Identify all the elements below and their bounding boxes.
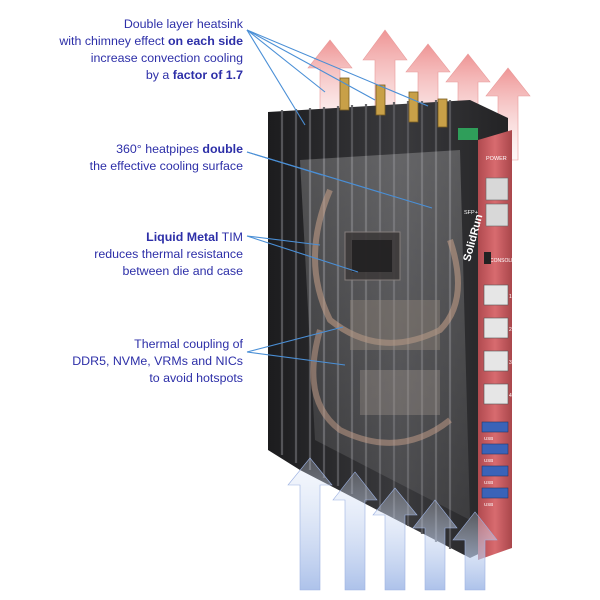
leader-line — [246, 151, 433, 209]
callout-emphasis: factor of 1.7 — [172, 68, 243, 82]
leader-line — [246, 326, 344, 353]
usb-labels: USB USB USB USB — [484, 436, 493, 507]
ethernet-port — [483, 284, 509, 306]
leader-line — [246, 29, 429, 107]
sfp-port — [485, 203, 509, 227]
antenna-connector — [339, 77, 350, 111]
usb-port — [481, 465, 509, 477]
console-port — [484, 252, 491, 264]
antenna-connectors — [339, 77, 448, 128]
usb-label: USB — [484, 436, 493, 441]
usb-label: USB — [484, 502, 493, 507]
cool-air-arrow — [372, 487, 418, 591]
callout-emphasis: double — [202, 142, 243, 156]
cool-air-arrow — [452, 511, 498, 591]
sfp-port — [485, 177, 509, 201]
callout-line: DDR5, NVMe, VRMs and NICs — [72, 353, 243, 370]
heatsink-body — [268, 100, 508, 558]
callout-text: between die and case — [122, 264, 243, 278]
power-label: POWER — [486, 156, 507, 162]
leader-line — [246, 235, 359, 273]
callout-line: between die and case — [94, 263, 243, 280]
leader-line — [246, 29, 306, 126]
usb-port — [481, 421, 509, 433]
usb-label: USB — [484, 480, 493, 485]
callout-line: increase convection cooling — [59, 50, 243, 67]
callout-emphasis: on each side — [167, 34, 243, 48]
leader-line — [246, 29, 326, 93]
usb-label: USB — [484, 458, 493, 463]
port-number-label: 2 — [509, 327, 512, 333]
callout-line: 360° heatpipes double — [90, 141, 243, 158]
callout-line: the effective cooling surface — [90, 158, 243, 175]
callout-text: DDR5, NVMe, VRMs and NICs — [72, 354, 243, 368]
callout-text: reduces thermal resistance — [94, 247, 243, 261]
hot-air-arrow — [485, 67, 531, 161]
usb-ports — [481, 421, 509, 499]
leader-line — [246, 29, 376, 101]
cool-air-arrow — [287, 457, 333, 591]
callout-thermal-coupling: Thermal coupling of DDR5, NVMe, VRMs and … — [72, 336, 243, 387]
cool-air-arrow — [412, 499, 458, 591]
usb-port — [481, 443, 509, 455]
leader-line — [246, 351, 346, 366]
port-numbers: 1 2 3 4 — [509, 294, 512, 399]
callout-heatsink: Double layer heatsink with chimney effect… — [59, 16, 243, 84]
ethernet-port — [483, 317, 509, 339]
leader-lines — [246, 29, 433, 366]
port-number-label: 4 — [509, 393, 512, 399]
ethernet-port — [483, 350, 509, 372]
ethernet-ports — [483, 284, 509, 405]
callout-line: to avoid hotspots — [72, 370, 243, 387]
sfp-label: SFP+ — [464, 210, 478, 216]
callout-text: to avoid hotspots — [149, 371, 243, 385]
leader-line — [246, 235, 321, 246]
usb-port — [481, 487, 509, 499]
callout-line: Liquid Metal TIM — [94, 229, 243, 246]
ethernet-port — [483, 383, 509, 405]
callout-line: Thermal coupling of — [72, 336, 243, 353]
callout-line: Double layer heatsink — [59, 16, 243, 33]
antenna-connector — [408, 91, 419, 123]
console-label: CONSOLE — [490, 258, 515, 264]
callout-text: increase convection cooling — [90, 51, 243, 65]
port-number-label: 1 — [509, 294, 512, 300]
callout-text: with chimney effect — [59, 34, 168, 48]
callout-text: by a — [145, 68, 173, 82]
cool-air-arrow — [332, 471, 378, 591]
callout-emphasis: Liquid Metal — [146, 230, 219, 244]
callout-line: reduces thermal resistance — [94, 246, 243, 263]
antenna-connector — [437, 98, 448, 128]
callout-line: by a factor of 1.7 — [59, 67, 243, 84]
antenna-connector — [375, 84, 386, 116]
callout-text: TIM — [218, 230, 243, 244]
port-number-label: 3 — [509, 360, 512, 366]
callout-text: 360° heatpipes — [116, 142, 203, 156]
green-terminal-block — [458, 128, 478, 140]
callout-line: with chimney effect on each side — [59, 33, 243, 50]
callout-text: Thermal coupling of — [134, 337, 243, 351]
callout-text: Double layer heatsink — [123, 17, 243, 31]
cool-air-arrows — [287, 457, 498, 591]
callout-text: the effective cooling surface — [89, 159, 243, 173]
